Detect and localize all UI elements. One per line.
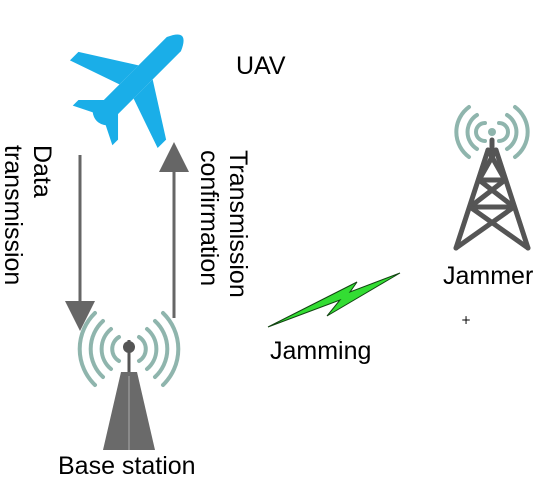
radio-tower-icon — [77, 311, 181, 450]
transmission-tower-icon — [453, 105, 531, 251]
uav-label: UAV — [236, 52, 286, 80]
lightning-icon — [267, 272, 401, 328]
data-transmission-line-2: transmission — [0, 145, 27, 286]
transmission-confirmation-line-2: confirmation — [195, 150, 223, 287]
base-station-label: Base station — [58, 452, 196, 480]
data-transmission-label: Data transmission — [0, 145, 56, 285]
jammer-label: Jammer — [443, 262, 534, 290]
transmission-confirmation-line-1: Transmission — [224, 150, 252, 298]
jamming-label: Jamming — [270, 337, 372, 365]
data-transmission-line-1: Data — [28, 145, 56, 198]
airplane-icon — [69, 34, 184, 149]
plus-mark: + — [461, 313, 472, 327]
transmission-confirmation-label: Transmission confirmation — [194, 150, 252, 298]
